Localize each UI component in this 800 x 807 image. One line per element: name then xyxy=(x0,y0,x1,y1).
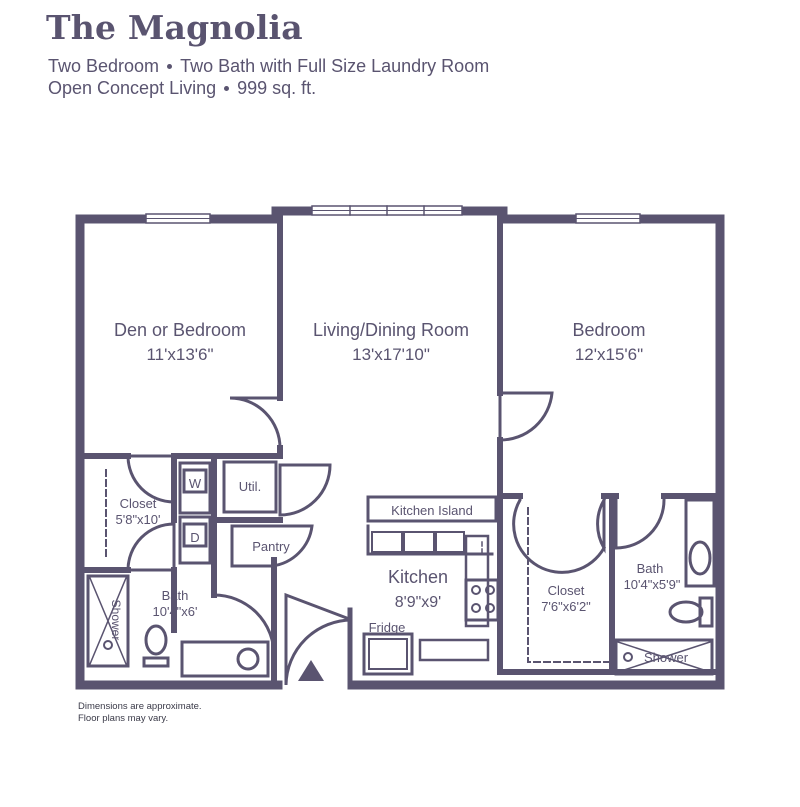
bath2-fixtures xyxy=(614,498,716,676)
closet2-rod xyxy=(527,507,609,663)
closet1-size: 5'8"x10' xyxy=(116,512,161,527)
bath1-fixtures xyxy=(86,574,270,678)
bedroom-name: Bedroom xyxy=(572,320,645,340)
subtitle-living: Open Concept Living xyxy=(48,78,217,98)
laundry-fixtures xyxy=(178,460,278,565)
kitchen-fixtures xyxy=(347,495,500,683)
shower1-label: Shower xyxy=(109,600,123,641)
closet2-name: Closet xyxy=(548,583,585,598)
kitchen-name: Kitchen xyxy=(388,567,448,587)
subtitle-bedrooms: Two Bedroom xyxy=(48,56,160,76)
interior-walls xyxy=(81,212,719,688)
bullet-dot xyxy=(167,63,173,69)
subtitle-bath: Two Bath with Full Size Laundry Room xyxy=(180,56,490,76)
bath1-size: 10'4"x6' xyxy=(153,604,198,619)
den-name: Den or Bedroom xyxy=(114,320,246,340)
plan-subtitle-line1: Two Bedroom Two Bath with Full Size Laund… xyxy=(48,56,489,77)
living-name: Living/Dining Room xyxy=(313,320,469,340)
disclaimer-notes: Dimensions are approximate. Floor plans … xyxy=(78,701,202,725)
bath2-size: 10'4"x5'9" xyxy=(624,577,681,592)
washer-label: W xyxy=(189,476,202,491)
windows xyxy=(145,205,641,224)
bath2-name: Bath xyxy=(637,561,664,576)
dryer-label: D xyxy=(190,530,199,545)
fridge-label: Fridge xyxy=(369,620,406,635)
disclaimer-line1: Dimensions are approximate. xyxy=(78,701,202,712)
closet2-size: 7'6"x6'2" xyxy=(541,599,591,614)
disclaimer-line2: Floor plans may vary. xyxy=(78,713,169,724)
shower2-label: Shower xyxy=(644,650,689,665)
closet1-name: Closet xyxy=(120,496,157,511)
bedroom-size: 12'x15'6" xyxy=(575,345,643,364)
kitchen-island-label: Kitchen Island xyxy=(391,503,473,518)
subtitle-area: 999 sq. ft. xyxy=(237,78,317,98)
util-label: Util. xyxy=(239,479,261,494)
bath1-name: Bath xyxy=(162,588,189,603)
bullet-dot xyxy=(224,85,230,91)
door-swings xyxy=(126,391,666,686)
kitchen-size: 8'9"x9' xyxy=(395,594,441,611)
plan-title: The Magnolia xyxy=(46,8,303,47)
den-size: 11'x13'6" xyxy=(146,345,213,364)
living-size: 13'x17'10" xyxy=(352,345,430,364)
pantry-label: Pantry xyxy=(252,539,290,554)
kitchen-dashes xyxy=(371,537,483,553)
plan-subtitle-line2: Open Concept Living 999 sq. ft. xyxy=(48,78,316,99)
entry-arrow-icon xyxy=(298,660,324,681)
